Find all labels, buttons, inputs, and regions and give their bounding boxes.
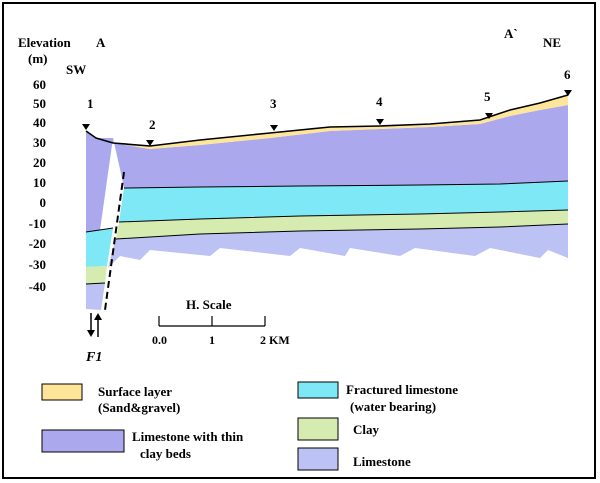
y-tick: 60 bbox=[33, 77, 46, 92]
left-block bbox=[85, 131, 114, 310]
fault-line bbox=[104, 171, 125, 311]
scale-tick: 2 KM bbox=[260, 333, 290, 347]
limestone-clay-layer bbox=[86, 105, 568, 188]
legend-swatch-fractured bbox=[297, 381, 339, 399]
y-tick: 50 bbox=[33, 96, 46, 111]
well-marker-icon bbox=[82, 124, 90, 130]
clay-layer bbox=[116, 210, 568, 239]
y-tick: 30 bbox=[33, 135, 46, 150]
well-marker-icon bbox=[564, 90, 572, 96]
profile-end-label: A` bbox=[504, 26, 518, 41]
scale-title: H. Scale bbox=[186, 297, 232, 312]
right-block bbox=[86, 105, 569, 268]
well-label: 3 bbox=[270, 96, 277, 111]
legend-label: Surface layer bbox=[98, 384, 172, 399]
well-marker-icon bbox=[376, 119, 384, 125]
legend: Surface layer (Sand&gravel) Fractured li… bbox=[41, 381, 458, 471]
horizontal-scale: H. Scale 0.0 1 2 KM bbox=[152, 297, 290, 347]
well-markers bbox=[82, 90, 572, 146]
well-label: 6 bbox=[564, 67, 571, 82]
legend-label: Clay bbox=[353, 422, 380, 437]
left-boundary-line bbox=[85, 282, 106, 285]
y-tick: -30 bbox=[29, 257, 46, 272]
y-tick: -20 bbox=[29, 236, 46, 251]
legend-label: (water bearing) bbox=[350, 399, 436, 414]
left-limestone-layer bbox=[86, 283, 105, 310]
left-clay-layer bbox=[86, 266, 107, 284]
y-tick: 10 bbox=[33, 175, 46, 190]
y-tick: 20 bbox=[33, 155, 46, 170]
direction-sw: SW bbox=[66, 62, 86, 77]
y-axis-title: Elevation bbox=[18, 35, 71, 50]
left-limestone-clay-layer bbox=[86, 131, 113, 232]
fault-label: F1 bbox=[85, 350, 102, 365]
well-marker-icon bbox=[485, 113, 493, 119]
fault-arrows bbox=[87, 313, 102, 337]
legend-label: (Sand&gravel) bbox=[98, 400, 180, 415]
scale-tick: 0.0 bbox=[152, 333, 167, 347]
legend-swatch-clay bbox=[297, 417, 339, 441]
y-axis-ticks: 60 50 40 30 20 10 0 -10 -20 -30 -40 bbox=[29, 77, 46, 294]
figure-frame bbox=[2, 2, 596, 479]
surface-layer bbox=[86, 95, 568, 149]
left-fractured-layer bbox=[86, 228, 113, 267]
well-label: 1 bbox=[87, 96, 94, 111]
legend-label: Limestone bbox=[353, 454, 411, 469]
y-axis-unit: (m) bbox=[28, 51, 48, 66]
base-clay-boundary bbox=[115, 223, 569, 240]
ground-surface-line bbox=[85, 94, 569, 147]
well-marker-icon bbox=[146, 140, 154, 146]
legend-swatch-surface bbox=[41, 383, 83, 401]
y-tick: -10 bbox=[29, 216, 46, 231]
scale-tick: 1 bbox=[209, 333, 215, 347]
base-fractured-boundary bbox=[118, 209, 569, 223]
legend-label: Fractured limestone bbox=[346, 382, 458, 397]
limestone-layer bbox=[108, 224, 568, 268]
y-tick: 0 bbox=[40, 195, 47, 210]
well-label: 2 bbox=[149, 117, 156, 132]
top-fractured-boundary bbox=[123, 180, 569, 189]
legend-swatch-limestone bbox=[297, 447, 339, 471]
legend-swatch-limestone-clay bbox=[41, 429, 125, 453]
fractured-limestone-layer bbox=[119, 181, 568, 222]
y-tick: 40 bbox=[33, 115, 46, 130]
profile-start-label: A bbox=[96, 35, 106, 50]
legend-label: clay beds bbox=[140, 446, 191, 461]
y-tick: -40 bbox=[29, 279, 46, 294]
well-label: 4 bbox=[376, 94, 383, 109]
well-label: 5 bbox=[484, 89, 491, 104]
legend-label: Limestone with thin bbox=[132, 429, 244, 444]
direction-ne: NE bbox=[543, 35, 561, 50]
left-boundary-line bbox=[85, 227, 114, 233]
well-marker-icon bbox=[270, 125, 278, 131]
